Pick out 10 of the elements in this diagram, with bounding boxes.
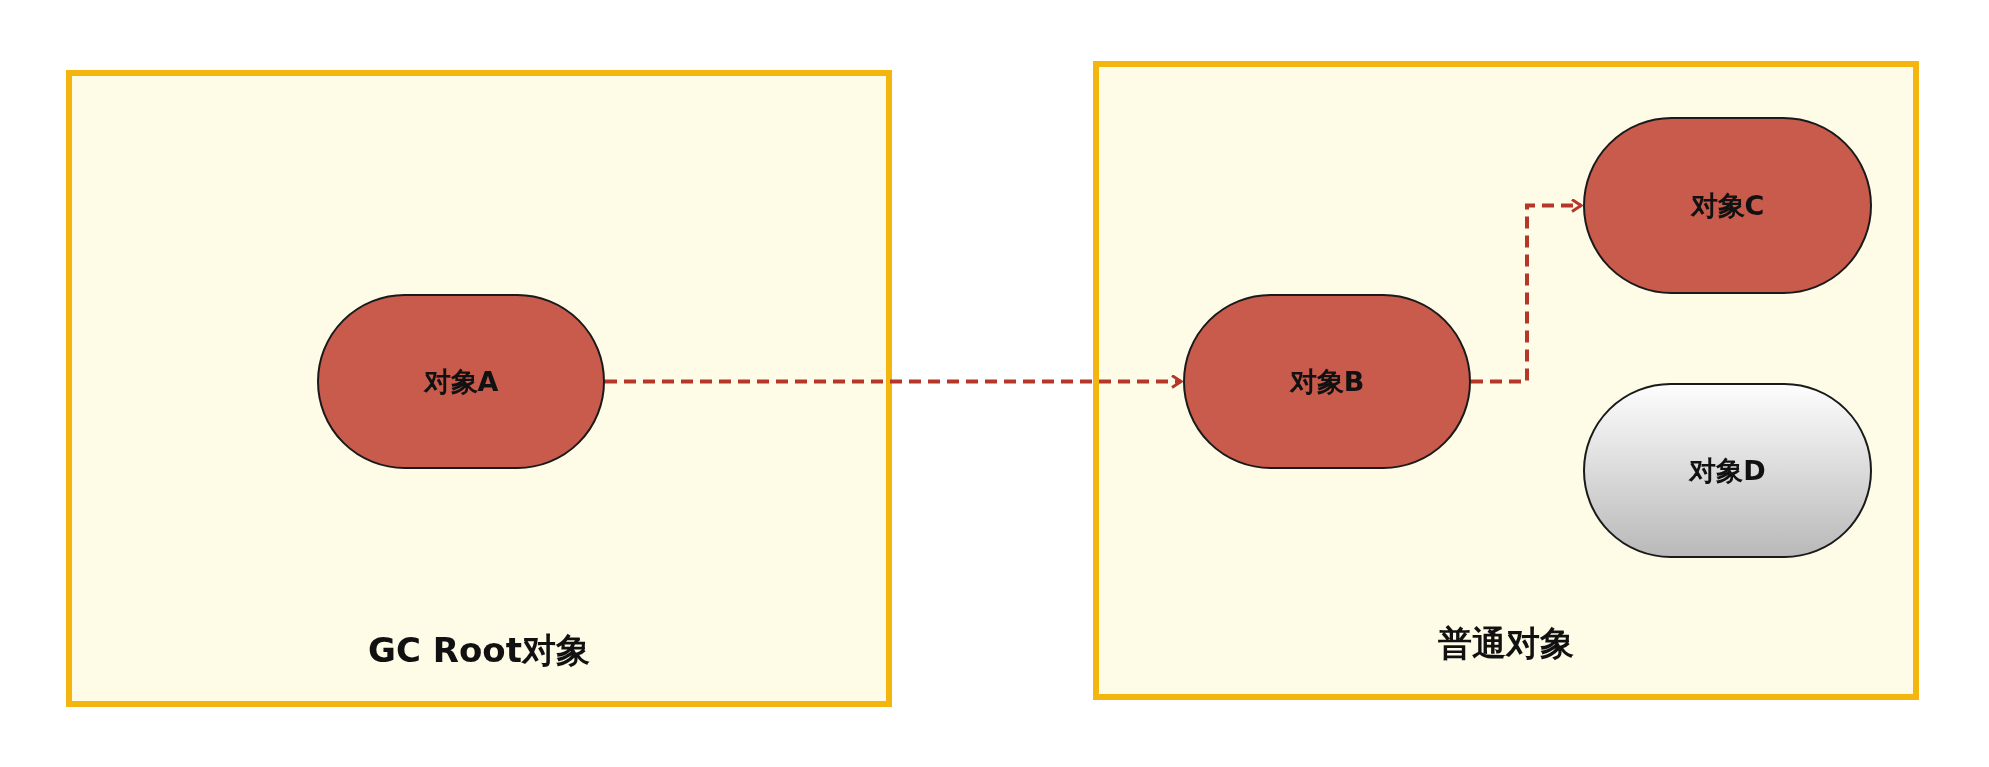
arrow (1471, 198, 1583, 384)
group-box (66, 70, 892, 707)
group-title: 普通对象 (1438, 622, 1574, 665)
arrow (605, 374, 1183, 389)
group-title: GC Root对象 (368, 629, 590, 672)
object-pill: 对象A (317, 294, 605, 469)
object-pill: 对象D (1583, 383, 1872, 558)
object-pill: 对象C (1583, 117, 1872, 294)
group-box (1093, 61, 1919, 700)
object-pill: 对象B (1183, 294, 1471, 469)
